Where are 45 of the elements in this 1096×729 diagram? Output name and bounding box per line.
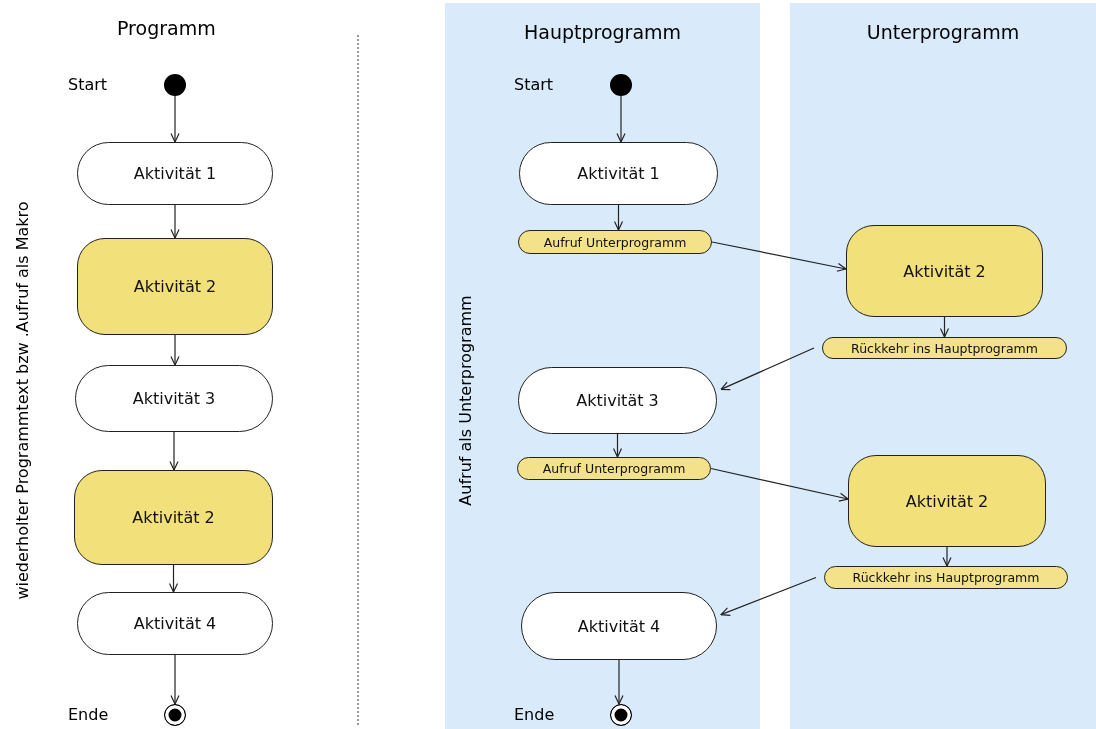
action-pill: Aufruf Unterprogramm — [517, 457, 711, 480]
vertical-label: Aufruf als Unterprogramm — [455, 294, 475, 506]
swimlane — [790, 3, 1096, 729]
arrow — [720, 576, 817, 616]
arrow — [710, 467, 849, 502]
arrow — [170, 654, 180, 705]
swimlane — [445, 3, 760, 729]
arrow — [169, 431, 179, 471]
arrow — [612, 433, 623, 458]
node-caption: Start — [68, 75, 108, 94]
arrow — [616, 95, 626, 143]
activity-box: Aktivität 1 — [77, 142, 273, 205]
lane-title: Hauptprogramm — [522, 21, 683, 43]
arrow — [942, 546, 952, 567]
arrow — [711, 241, 847, 272]
activity-box: Aktivität 4 — [521, 592, 717, 660]
activity-box: Aktivität 2 — [77, 238, 273, 335]
activity-box: Aktivität 3 — [518, 367, 717, 434]
node-caption: Ende — [514, 705, 555, 724]
activity-box: Aktivität 4 — [77, 592, 273, 655]
arrow — [168, 564, 179, 593]
arrow — [170, 334, 180, 366]
activity-box: Aktivität 2 — [846, 225, 1043, 317]
arrow — [614, 659, 624, 705]
end-node — [164, 704, 186, 726]
arrow — [720, 347, 815, 391]
action-pill: Rückkehr ins Hauptprogramm — [822, 337, 1067, 359]
node-caption: Start — [514, 75, 554, 94]
action-pill: Rückkehr ins Hauptprogramm — [824, 566, 1068, 589]
activity-box: Aktivität 2 — [848, 455, 1046, 547]
activity-box: Aktivität 1 — [519, 142, 718, 205]
start-node — [610, 74, 632, 96]
arrow — [170, 204, 180, 239]
arrow — [939, 316, 950, 338]
activity-box: Aktivität 2 — [74, 470, 273, 565]
vertical-label: wiederholter Programmtext bzw .Aufruf als Makro — [12, 200, 32, 600]
lane-title: Unterprogramm — [865, 21, 1021, 43]
end-node — [610, 704, 632, 726]
arrow — [170, 95, 180, 143]
node-caption: Ende — [68, 705, 109, 724]
action-pill: Aufruf Unterprogramm — [518, 230, 712, 254]
arrow — [613, 204, 624, 231]
column-title: Programm — [117, 17, 216, 39]
start-node — [164, 74, 186, 96]
activity-box: Aktivität 3 — [75, 365, 273, 432]
